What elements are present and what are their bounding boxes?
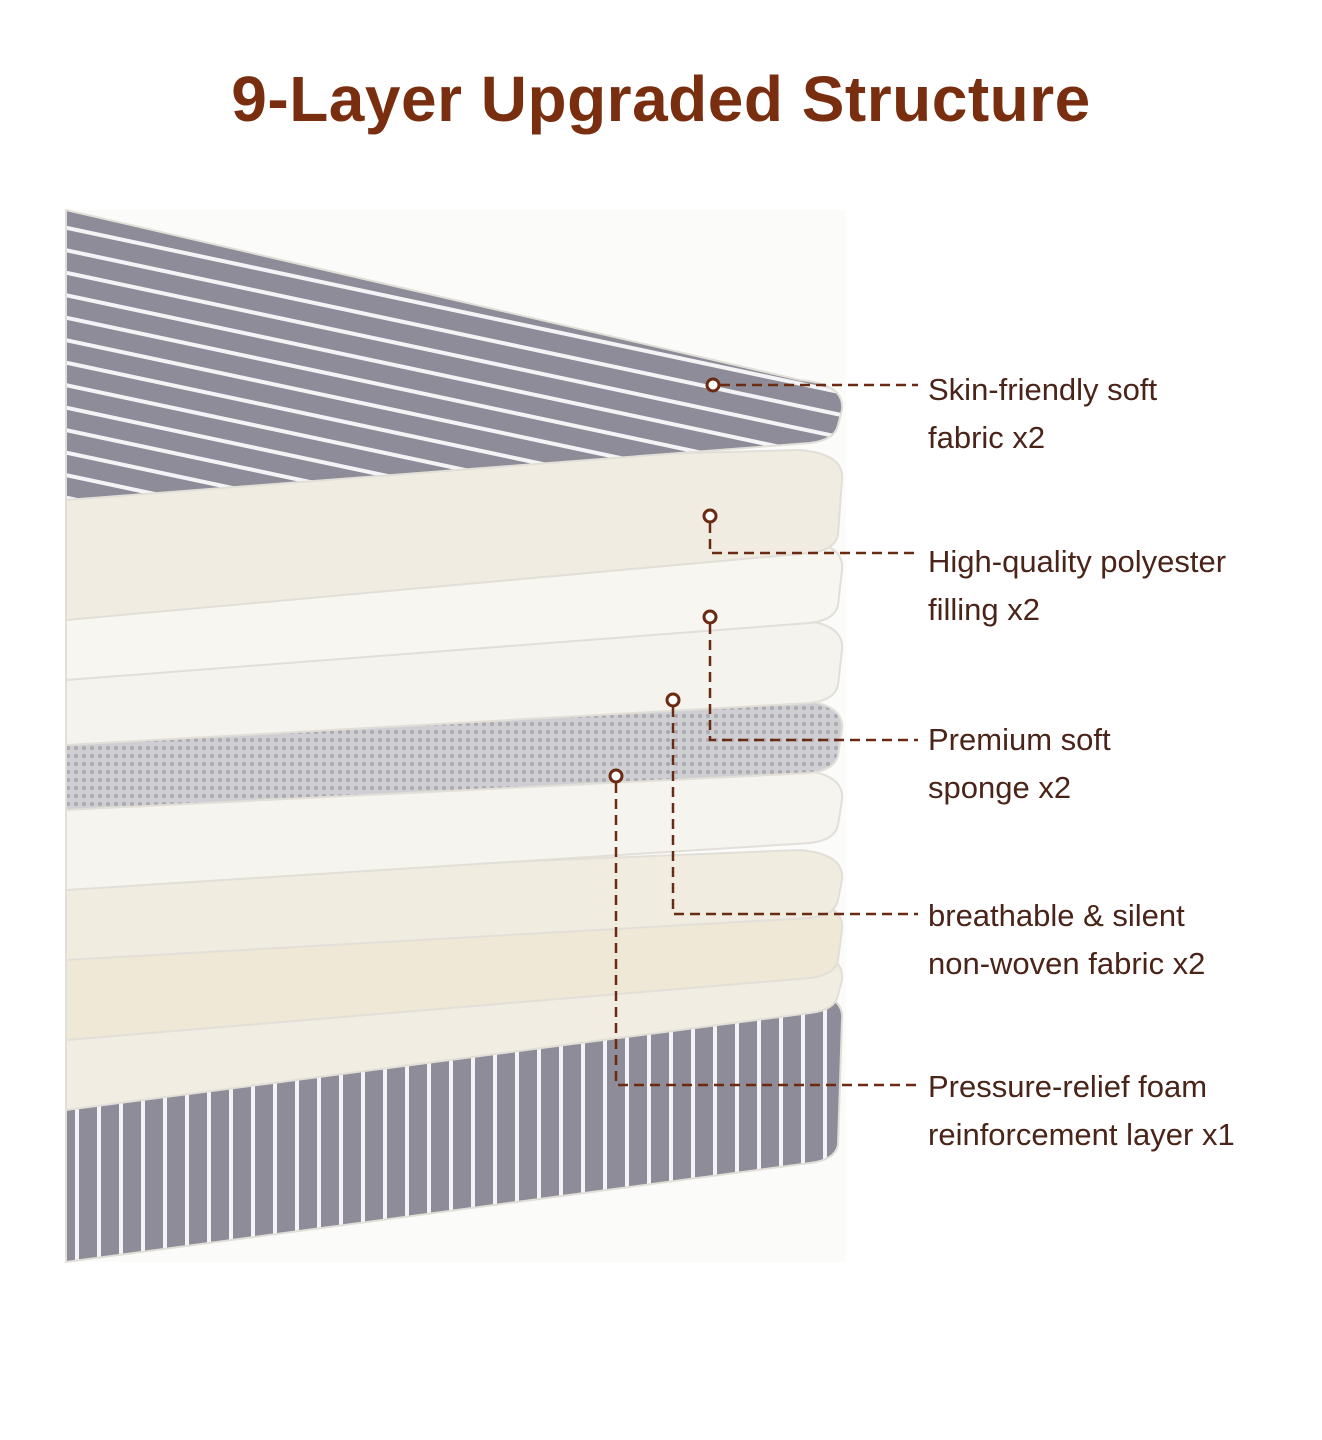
callout-leader-line: [671, 707, 918, 916]
callout-leader-line: [708, 624, 918, 742]
callout-label-line1: Skin-friendly soft: [928, 372, 1158, 407]
callout-label: breathable & silent non-woven fabric x2: [928, 892, 1205, 988]
callout-leader-line: [614, 783, 918, 1087]
callout-label: High-quality polyester filling x2: [928, 538, 1226, 634]
callout-label-line2: fabric x2: [928, 420, 1046, 455]
callout-label: Skin-friendly soft fabric x2: [928, 366, 1157, 462]
page-title: 9-Layer Upgraded Structure: [231, 63, 1091, 135]
callout-label: Pressure-relief foam reinforcement layer …: [928, 1063, 1235, 1159]
callout-label-line2: sponge x2: [928, 770, 1072, 805]
callout-dot-icon: [705, 377, 721, 393]
callout-dot-icon: [608, 768, 624, 784]
callout-dot-icon: [702, 508, 718, 524]
callout-label-line2: reinforcement layer x1: [928, 1117, 1235, 1152]
callout-label-line2: filling x2: [928, 592, 1040, 627]
callout-label-line1: High-quality polyester: [928, 544, 1227, 579]
callout-leader-line: [708, 523, 918, 555]
top-fabric-layer: [65, 208, 844, 502]
callout-dot-icon: [702, 609, 718, 625]
callout-label-line2: non-woven fabric x2: [928, 946, 1206, 981]
callout-label: Premium soft sponge x2: [928, 716, 1111, 812]
callout-dot-icon: [665, 692, 681, 708]
callout-label-line1: breathable & silent: [928, 898, 1185, 933]
callout-label-line1: Premium soft: [928, 722, 1111, 757]
callout-label-line1: Pressure-relief foam: [928, 1069, 1208, 1104]
